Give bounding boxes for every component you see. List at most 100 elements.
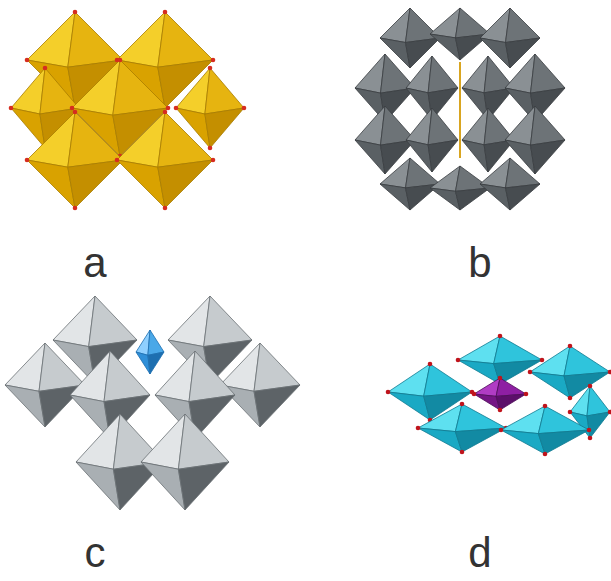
yellow-cluster [9,10,247,211]
polyhedron [472,376,529,413]
polyhedron-face [406,158,441,188]
polyhedron-face [506,184,541,210]
oxygen-atom [242,106,247,111]
polyhedron-face [27,12,75,67]
oxygen-atom [25,58,30,63]
polyhedron-face [205,68,244,114]
polyhedron-face [176,68,210,114]
polyhedron-face [462,108,488,145]
polyhedron-face [39,343,85,391]
polyhedron-face [254,385,300,427]
grey-cluster [355,8,565,210]
oxygen-atom [608,370,611,375]
polyhedron-face [587,386,610,416]
polyhedron-face [11,68,45,114]
oxygen-atom [460,450,465,455]
polyhedron-face [480,158,510,188]
polyhedron-face [158,12,213,67]
polyhedron-face [70,351,110,402]
oxygen-atom [73,110,78,115]
polyhedron-face [564,346,610,376]
polyhedron [456,334,545,387]
oxygen-atom [588,436,593,441]
panel-letter: b [468,242,491,284]
polyhedron-face [113,60,168,115]
polyhedron-face [72,60,120,115]
oxygen-atom [70,106,75,111]
polyhedron-face [355,54,385,93]
polyhedron-face [104,351,150,402]
polyhedron-face [178,462,229,510]
polyhedron-face [189,351,235,402]
polyhedron-face [53,296,95,347]
polyhedron-face [205,108,244,148]
oxygen-atom [498,334,503,339]
polyhedron-face [68,112,123,167]
oxygen-atom [211,58,216,63]
oxygen-atom [25,158,30,163]
polyhedron-face [141,414,185,469]
oxygen-atom [163,10,168,15]
oxygen-atom [166,106,171,111]
oxygen-atom [211,158,216,163]
polyhedron-face [424,364,472,396]
polyhedron-face [68,12,123,67]
oxygen-atom [568,344,573,349]
polyhedron-face [455,404,506,432]
polyhedron-face [455,428,506,452]
polyhedron-face [456,188,491,210]
polyhedron-face [158,160,213,208]
oxygen-atom [540,358,545,363]
oxygen-atom [543,452,548,457]
panel-letter: a [83,242,106,284]
cyan-cluster [386,334,611,457]
polyhedron-face [406,108,432,145]
polyhedron [528,344,611,401]
polyhedron [141,414,229,510]
polyhedron-face [501,406,545,434]
polyhedron [416,402,509,455]
panel-letter: c [85,532,106,574]
oxygen-atom [472,392,477,397]
polyhedron [499,404,592,457]
oxygen-atom [208,66,213,71]
polyhedron-face [531,106,566,145]
polyhedron [430,166,490,210]
oxygen-atom [163,110,168,115]
polyhedron [380,158,440,210]
polyhedron-face [148,352,164,374]
polyhedron-face [204,296,252,347]
polyhedron-face [148,330,164,355]
polyhedron-face [428,140,458,172]
oxygen-atom [174,106,179,111]
polyhedron-face [505,54,535,93]
oxygen-atom [73,206,78,211]
polyhedron-face [220,343,260,391]
oxygen-atom [163,206,168,211]
polyhedron-face [496,394,526,410]
polyhedron-face [406,56,432,93]
polyhedron [136,330,164,374]
polyhedron-face [89,296,137,347]
oxygen-atom [568,396,573,401]
oxygen-atom [543,404,548,409]
oxygen-atom [118,58,123,63]
polyhedron-face [178,414,229,469]
polyhedron-face [158,112,213,167]
oxygen-atom [9,106,14,111]
polyhedron-face [254,343,300,391]
polyhedron [220,343,300,427]
oxygen-atom [608,410,611,415]
polyhedron-face [474,378,500,396]
polyhedron-face [388,364,430,396]
polyhedron-face [355,106,385,145]
oxygen-atom [498,408,503,413]
oxygen-atom [588,384,593,389]
polyhedron-face [418,404,462,432]
polyhedron-face [27,112,75,167]
polyhedron-face [458,336,500,364]
polyhedron-face [570,386,590,416]
polyhedron-face [506,158,541,188]
polyhedron-face [430,8,460,38]
